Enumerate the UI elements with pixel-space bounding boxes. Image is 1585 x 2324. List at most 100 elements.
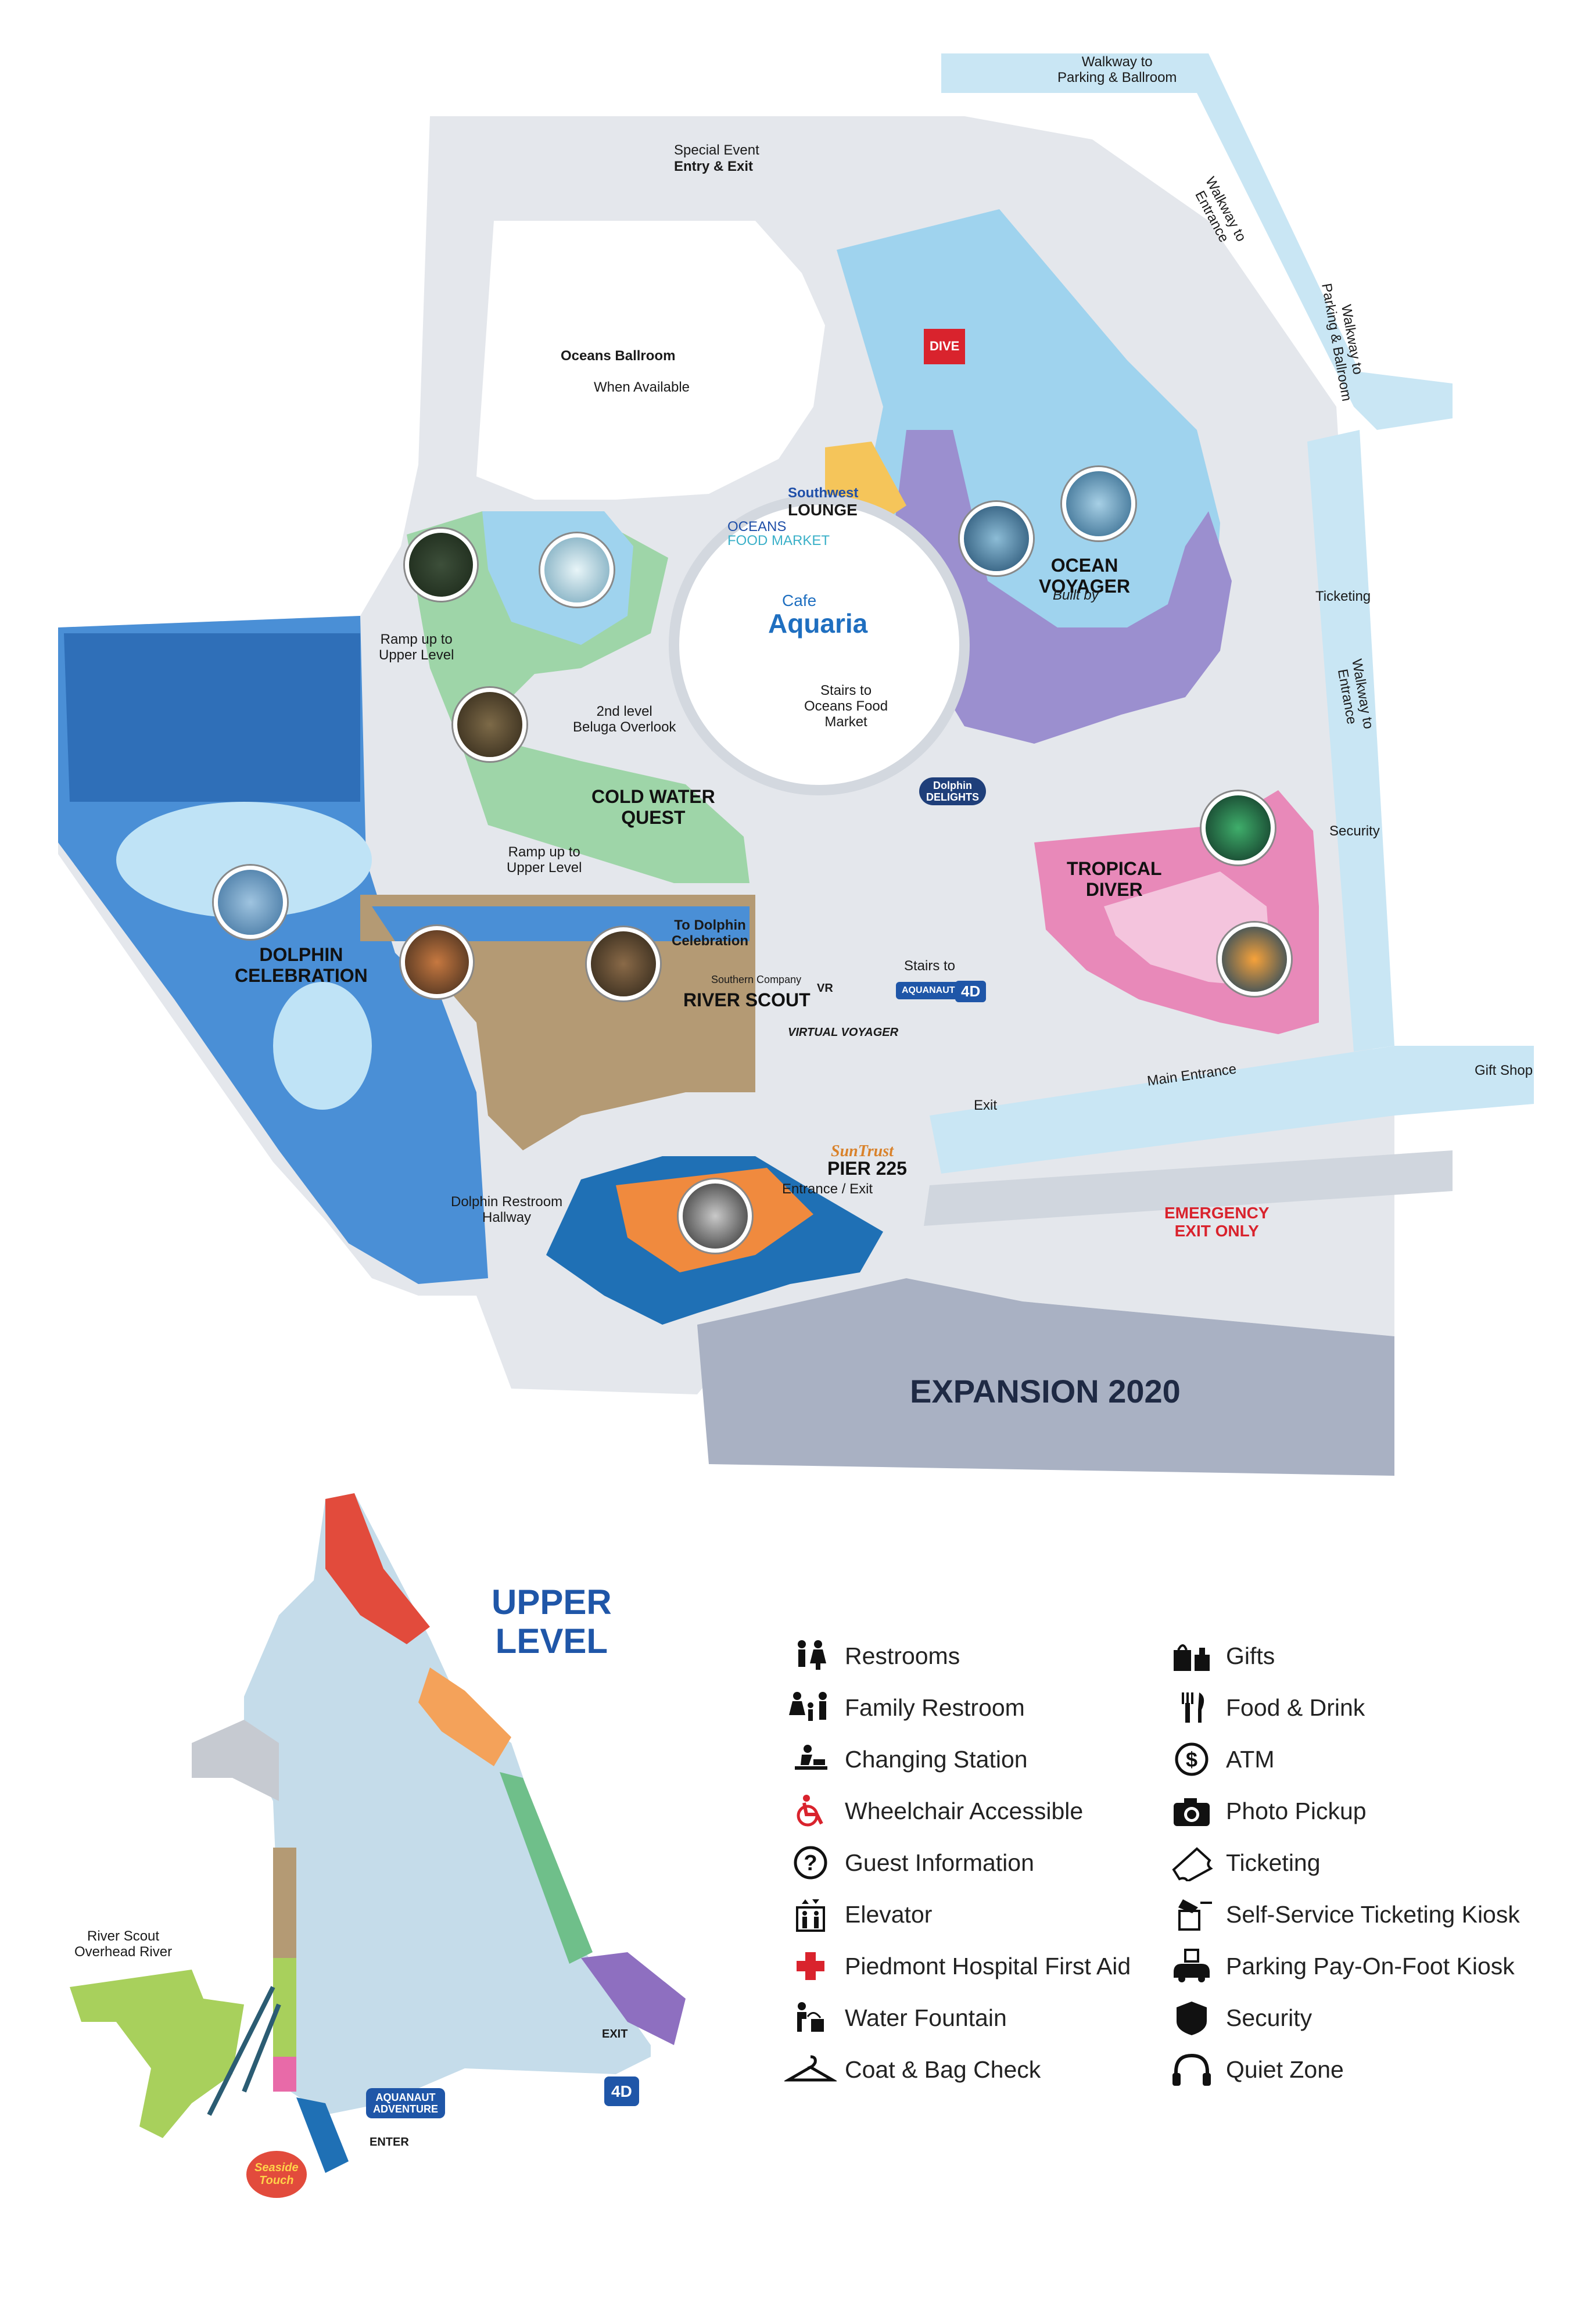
enter-label: ENTER <box>370 2136 409 2149</box>
food-drink-icon <box>1166 1689 1218 1726</box>
to-dolphin-label: To Dolphin Celebration <box>672 917 749 949</box>
exit-label: Exit <box>974 1098 998 1113</box>
cafe-label: Cafe <box>782 591 817 609</box>
pier-225-label: PIER 225 <box>827 1158 907 1179</box>
shark-photo <box>960 502 1033 575</box>
cafe-aquaria-area <box>669 494 970 795</box>
tropical-diver-label: TROPICAL DIVER <box>1067 858 1162 900</box>
aquanaut-adventure-label: AQUANAUT ADVENTURE <box>366 2088 446 2119</box>
legend-item: Parking Pay-On-Foot Kiosk <box>1166 1948 1515 1985</box>
svg-text:$: $ <box>1186 1748 1197 1771</box>
expansion-2020-label: EXPANSION 2020 <box>910 1373 1181 1410</box>
legend-label: Wheelchair Accessible <box>845 1797 1084 1824</box>
first-aid-icon <box>784 1948 837 1985</box>
legend-item: Photo Pickup <box>1166 1792 1367 1830</box>
upper-link-line-2 <box>242 2003 281 2093</box>
cold-water-quest-label: COLD WATER QUEST <box>591 786 715 828</box>
virtual-voyager-label: VIRTUAL VOYAGER <box>788 1026 899 1039</box>
legend-label: Food & Drink <box>1226 1694 1365 1721</box>
sea-lion-photo <box>679 1179 752 1253</box>
gift-shop-label: Gift Shop <box>1475 1063 1533 1078</box>
legend-label: Family Restroom <box>845 1694 1025 1721</box>
river-scout-overhead <box>70 1970 244 2138</box>
elevator-icon <box>784 1896 837 1933</box>
ticket-icon <box>1166 1844 1218 1881</box>
legend-item: Changing Station <box>784 1741 1028 1778</box>
jellyfish-photo <box>1218 923 1291 996</box>
legend-label: Guest Information <box>845 1849 1034 1876</box>
headphones-icon <box>1166 2051 1218 2088</box>
entrance-exit-label: Entrance / Exit <box>782 1181 873 1197</box>
legend-item: Self-Service Ticketing Kiosk <box>1166 1896 1520 1933</box>
theater-4d-upper-label: 4D <box>604 2076 639 2107</box>
dolphin-amphitheater <box>64 633 360 802</box>
food-market-label: FOOD MARKET <box>727 533 830 548</box>
dive-label: DIVE <box>924 329 966 364</box>
security-label: Security <box>1329 823 1380 839</box>
stairs-to-label: Stairs to <box>904 958 956 974</box>
suntrust-label: SunTrust <box>831 1142 894 1160</box>
coat-check-icon <box>784 2051 837 2088</box>
legend-item: Food & Drink <box>1166 1689 1365 1726</box>
upper-red-segment <box>325 1493 430 1644</box>
river-otter-photo <box>587 927 660 1000</box>
legend-label: Elevator <box>845 1900 933 1928</box>
legend-label: Changing Station <box>845 1745 1028 1773</box>
dolphin-pool-2 <box>273 982 372 1110</box>
legend-label: Coat & Bag Check <box>845 2056 1041 2083</box>
river-scout-channel <box>372 906 750 941</box>
water-fountain-icon <box>784 1999 837 2036</box>
upper-blue-arc <box>296 2097 349 2173</box>
ocean-voyager-label: OCEAN VOYAGER <box>1039 555 1131 597</box>
legend-item: Family Restroom <box>784 1689 1025 1726</box>
legend-item: Gifts <box>1166 1637 1275 1674</box>
security-icon <box>1166 1999 1218 2036</box>
legend-item: Coat & Bag Check <box>784 2051 1041 2088</box>
ramp-upper-label-1: Ramp up to Upper Level <box>379 632 454 663</box>
ticket-kiosk-icon <box>1166 1896 1218 1933</box>
ticketing-label: Ticketing <box>1315 589 1371 604</box>
gifts-icon <box>1166 1637 1218 1674</box>
walkway-right <box>1307 430 1394 1052</box>
legend-label: Gifts <box>1226 1642 1275 1669</box>
oceans-ballroom-label: Oceans Ballroom <box>561 348 676 364</box>
legend-item: Elevator <box>784 1896 932 1933</box>
dolphin-restroom-label: Dolphin Restroom Hallway <box>451 1194 563 1225</box>
ramp-upper-label-2: Ramp up to Upper Level <box>507 844 582 876</box>
legend-label: Water Fountain <box>845 2004 1007 2031</box>
main-entrance-walkway <box>930 1046 1534 1174</box>
family-restroom-icon <box>784 1689 837 1726</box>
upper-orange-segment <box>418 1667 511 1766</box>
legend-item: Restrooms <box>784 1637 960 1674</box>
oceans-ballroom-area <box>476 221 825 500</box>
upper-link-line <box>207 1986 275 2116</box>
dolphin-celebration-label: DOLPHIN CELEBRATION <box>235 944 368 986</box>
upper-left-arm <box>192 1720 279 1801</box>
built-by-label: Built by <box>1053 587 1099 603</box>
otter-photo <box>453 688 526 761</box>
upper-green-segment <box>500 1772 593 1964</box>
legend-label: Security <box>1226 2004 1313 2031</box>
legend-item: ?Guest Information <box>784 1844 1034 1881</box>
vr-label: VR <box>817 982 833 995</box>
stairs-oceans-food-label: Stairs to Oceans Food Market <box>804 683 888 730</box>
restrooms-icon <box>784 1637 837 1674</box>
changing-station-icon <box>784 1741 837 1778</box>
walkway-parking-ballroom-label: Walkway to Parking & Ballroom <box>1057 54 1177 85</box>
dolphin-photo <box>214 866 287 939</box>
southern-company-label: Southern Company <box>711 974 802 985</box>
legend-label: Restrooms <box>845 1642 960 1669</box>
legend-label: Parking Pay-On-Foot Kiosk <box>1226 1952 1515 1979</box>
legend-item: Ticketing <box>1166 1844 1321 1881</box>
beluga-overlook-label: 2nd level Beluga Overlook <box>573 704 676 735</box>
legend-item: Water Fountain <box>784 1999 1007 2036</box>
entry-exit-label: Entry & Exit <box>674 159 754 174</box>
legend-item: $ ATM <box>1166 1741 1275 1778</box>
legend-item: Piedmont Hospital First Aid <box>784 1948 1131 1985</box>
coral-fish-photo <box>1202 791 1275 865</box>
atm-icon: $ <box>1166 1741 1218 1778</box>
legend-label: ATM <box>1226 1745 1275 1773</box>
emergency-exit-label: EMERGENCY EXIT ONLY <box>1164 1204 1270 1240</box>
when-available-label: When Available <box>594 379 690 395</box>
oceans-label: OCEANS <box>727 519 787 535</box>
